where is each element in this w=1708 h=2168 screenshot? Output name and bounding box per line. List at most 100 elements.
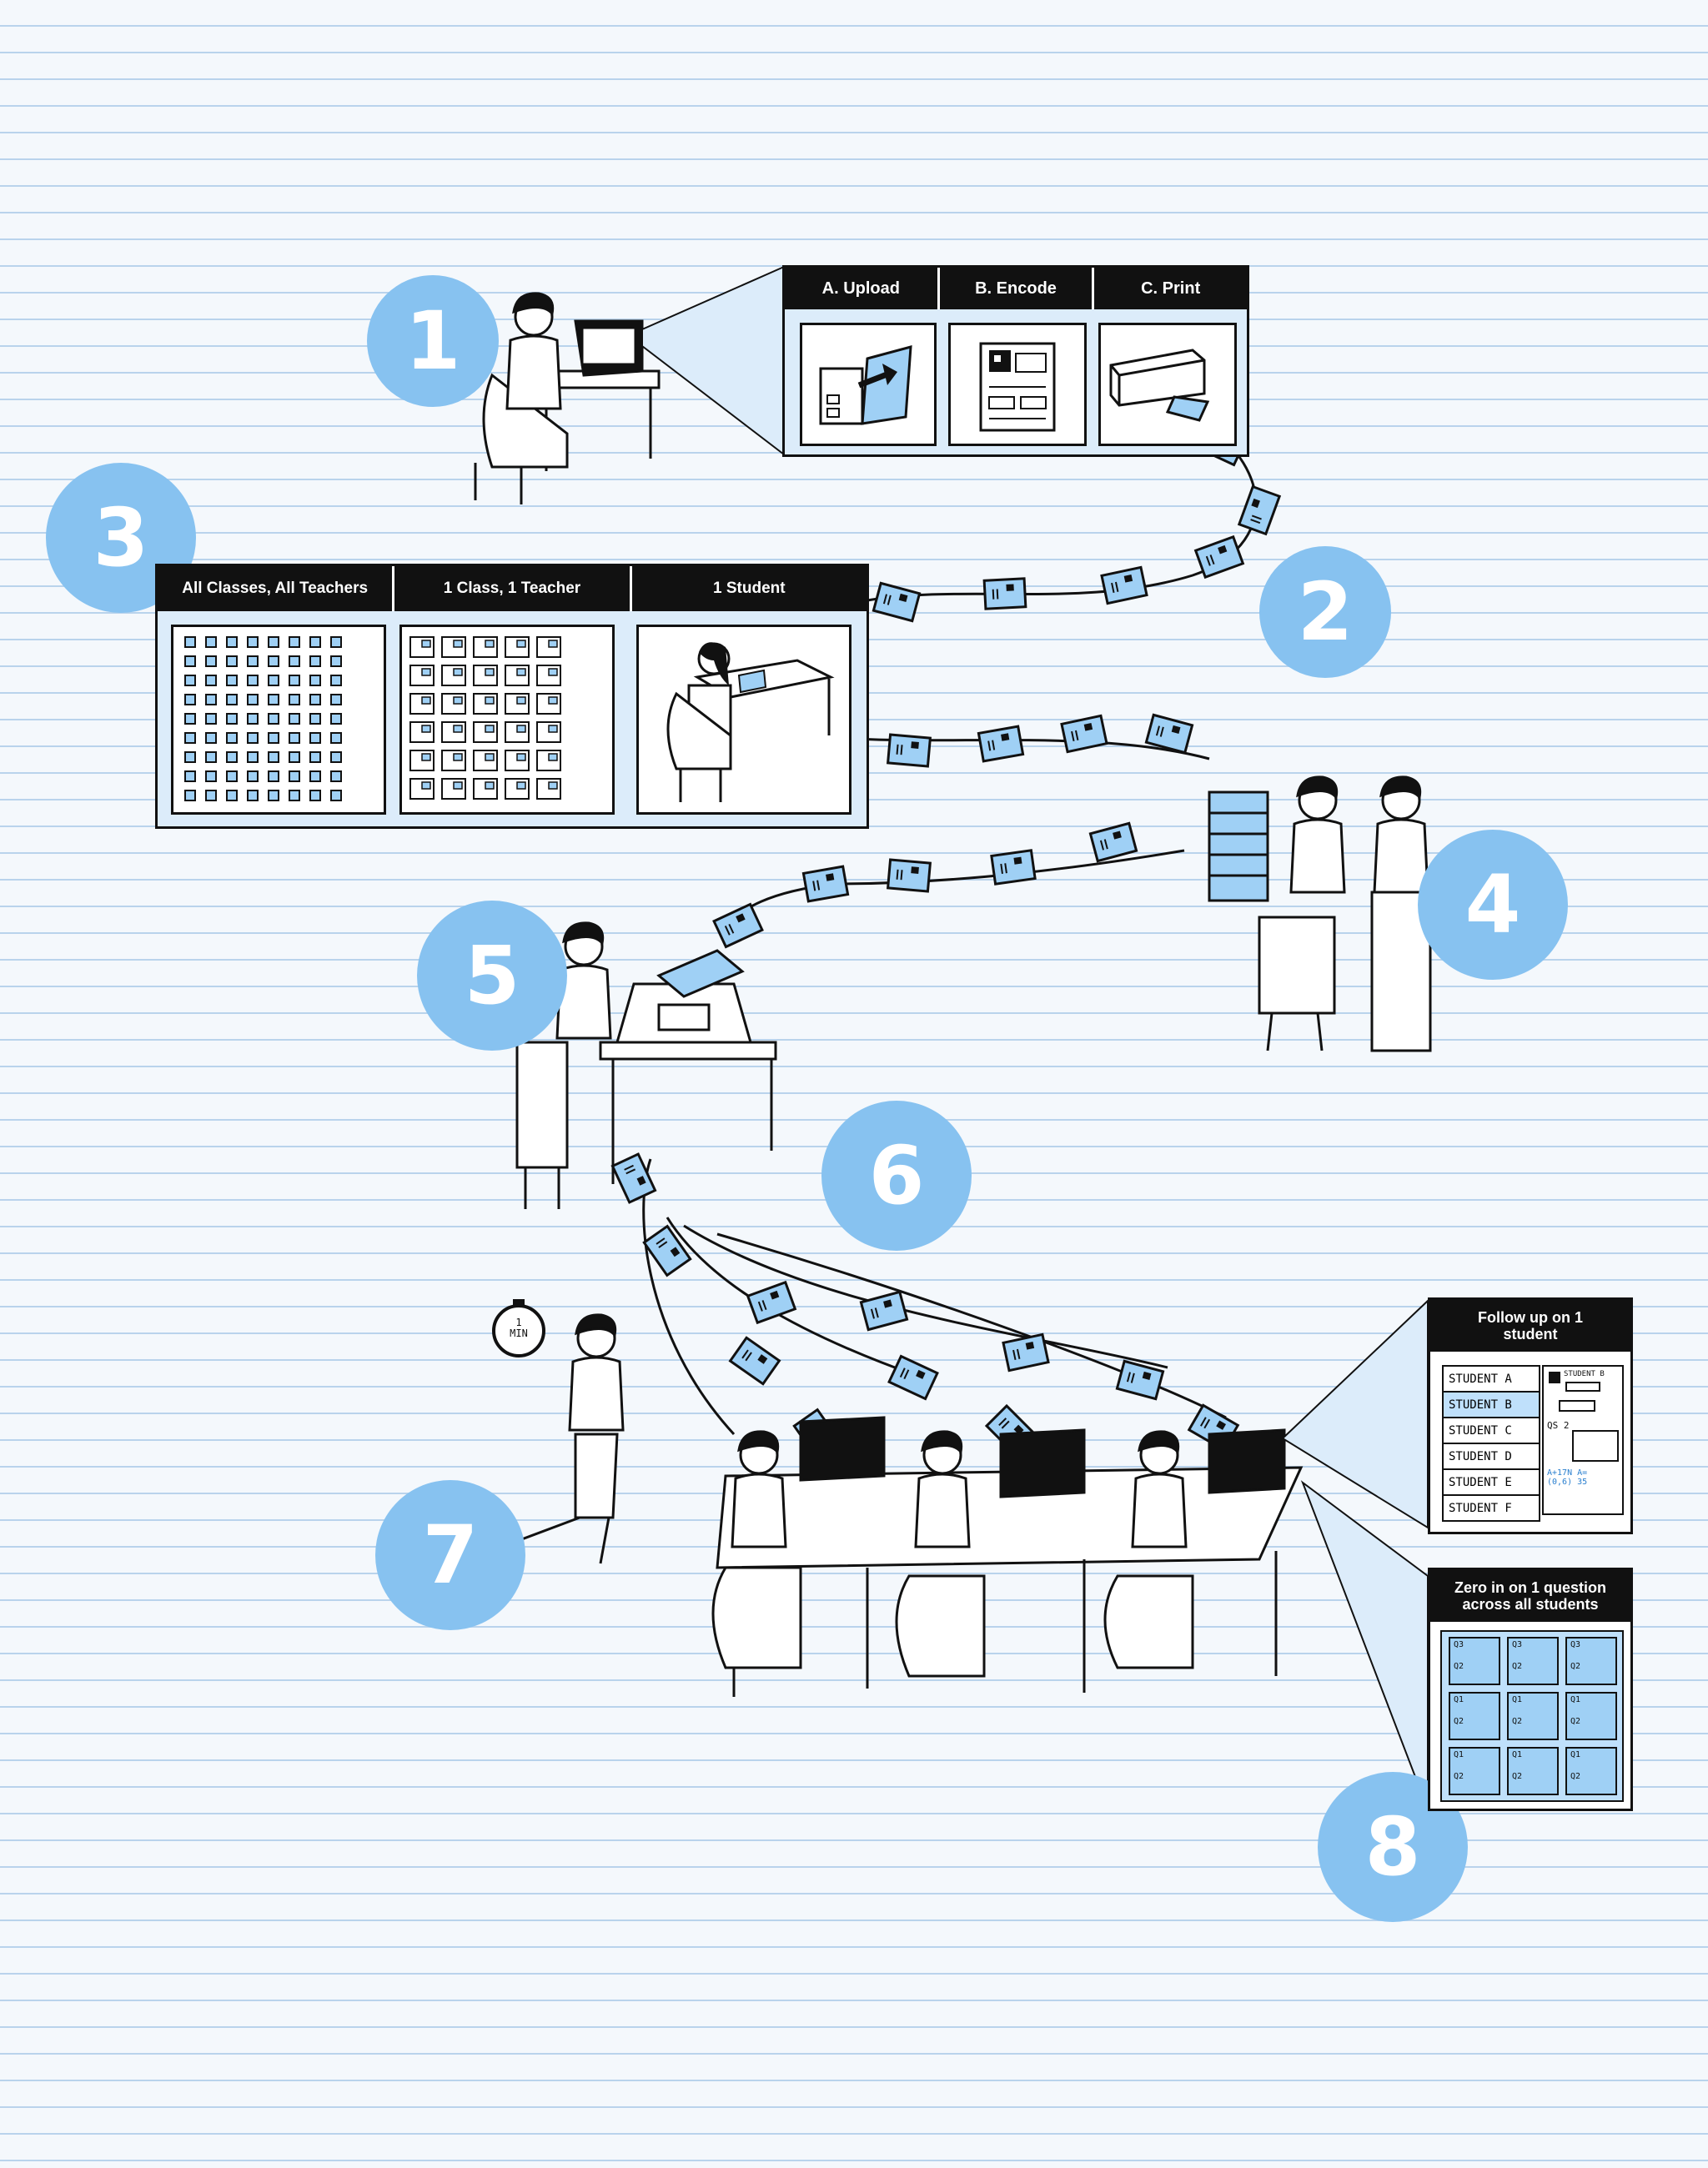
class-tile	[268, 636, 279, 648]
class-tile	[268, 713, 279, 725]
one-class-view[interactable]	[399, 625, 615, 815]
tab-upload[interactable]: A. Upload	[821, 279, 900, 298]
student-tile-mark	[453, 753, 463, 761]
dashboard-views-panel: All Classes, All Teachers 1 Class, 1 Tea…	[155, 564, 869, 829]
tab-print[interactable]: C. Print	[1092, 268, 1247, 309]
student-tile-mark	[548, 753, 558, 761]
class-tile	[309, 770, 321, 782]
class-tile	[184, 770, 196, 782]
step-badge-8: 8	[1318, 1772, 1468, 1922]
zero-in-title-bar: Zero in on 1 question across all student…	[1430, 1570, 1630, 1622]
student-row[interactable]: STUDENT A	[1444, 1367, 1539, 1393]
class-tile	[330, 770, 342, 782]
class-tile	[184, 790, 196, 801]
stopwatch-unit: MIN	[510, 1327, 528, 1339]
student-tile-mark	[548, 725, 558, 733]
question-label: Q3	[1570, 1640, 1581, 1649]
student-row[interactable]: STUDENT D	[1444, 1444, 1539, 1470]
question-label: Q3	[1512, 1640, 1523, 1649]
class-tile	[205, 770, 217, 782]
student-row-selected[interactable]: STUDENT B	[1444, 1393, 1539, 1418]
student-tile-mark	[421, 640, 431, 648]
class-tile	[330, 751, 342, 763]
detail-field	[1565, 1382, 1600, 1392]
printer-icon	[1109, 349, 1210, 422]
class-grid-icon	[184, 636, 342, 801]
question-label: Q2	[1512, 1662, 1523, 1671]
upload-icon	[819, 345, 912, 425]
student-tile-mark	[548, 781, 558, 790]
step-badge-5: 5	[417, 901, 567, 1051]
one-student-view[interactable]	[636, 625, 851, 815]
student-list: STUDENT A STUDENT B STUDENT C STUDENT D …	[1442, 1365, 1540, 1522]
class-tile	[247, 751, 259, 763]
class-tile	[226, 732, 238, 744]
student-tile-mark	[516, 781, 526, 790]
upload-card[interactable]	[800, 323, 937, 446]
class-tile	[289, 675, 300, 686]
class-tile	[205, 675, 217, 686]
class-tile	[247, 675, 259, 686]
staff-with-paper-stack	[1208, 775, 1432, 1052]
class-tile	[330, 732, 342, 744]
class-tile	[289, 636, 300, 648]
question-label: Q2	[1570, 1772, 1581, 1781]
qr-document-icon	[979, 342, 1056, 432]
zero-in-title: Zero in on 1 question across all student…	[1454, 1579, 1606, 1613]
class-tile	[205, 751, 217, 763]
student-tile-mark	[485, 725, 495, 733]
panel-tab-bar: A. Upload B. Encode C. Print	[785, 268, 1247, 309]
class-tile	[268, 732, 279, 744]
class-tile	[268, 770, 279, 782]
encode-card[interactable]	[948, 323, 1087, 446]
class-tile	[184, 675, 196, 686]
class-tile	[205, 655, 217, 667]
class-tile	[226, 636, 238, 648]
class-tile	[289, 751, 300, 763]
student-row[interactable]: STUDENT F	[1444, 1496, 1539, 1522]
question-label: Q2	[1570, 1717, 1581, 1726]
class-tile	[205, 732, 217, 744]
tab-one-student[interactable]: 1 Student	[629, 566, 867, 611]
student-row[interactable]: STUDENT C	[1444, 1418, 1539, 1444]
student-tile-mark	[516, 725, 526, 733]
student-tile-mark	[421, 725, 431, 733]
tab-one-class[interactable]: 1 Class, 1 Teacher	[392, 566, 629, 611]
tab-encode[interactable]: B. Encode	[937, 268, 1093, 309]
tab-all-classes[interactable]: All Classes, All Teachers	[182, 580, 369, 597]
question-label: Q2	[1512, 1772, 1523, 1781]
class-tile	[226, 770, 238, 782]
student-row[interactable]: STUDENT E	[1444, 1470, 1539, 1496]
zero-in-panel: Zero in on 1 question across all student…	[1428, 1568, 1633, 1811]
class-tile	[226, 694, 238, 705]
class-tile	[289, 655, 300, 667]
student-tile-mark	[485, 696, 495, 705]
question-label: Q2	[1512, 1717, 1523, 1726]
question-label: Q2	[1570, 1662, 1581, 1671]
upload-encode-print-panel: A. Upload B. Encode C. Print	[782, 265, 1249, 457]
student-tile-mark	[485, 781, 495, 790]
print-card[interactable]	[1098, 323, 1237, 446]
all-classes-view[interactable]	[171, 625, 386, 815]
classroom-desks	[711, 1416, 1304, 1697]
class-tile	[309, 790, 321, 801]
student-tile-mark	[421, 753, 431, 761]
student-tile-mark	[421, 781, 431, 790]
class-tile	[330, 694, 342, 705]
class-tile	[205, 790, 217, 801]
class-tile	[330, 675, 342, 686]
class-tile	[309, 732, 321, 744]
class-tile	[289, 770, 300, 782]
class-tile	[330, 655, 342, 667]
